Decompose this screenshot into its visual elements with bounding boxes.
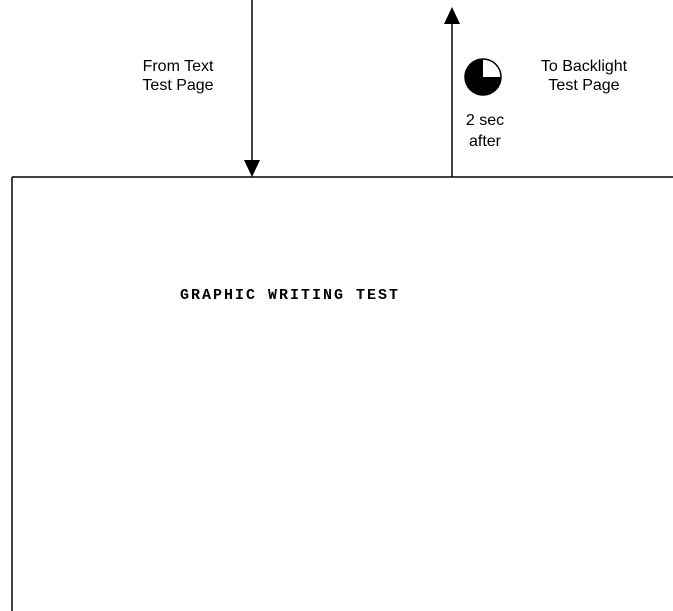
outgoing-label-line1: To Backlight <box>540 58 628 75</box>
screen-title: GRAPHIC WRITING TEST <box>180 287 401 304</box>
incoming-label-line1: From Text <box>142 58 214 75</box>
timer-label-line1: 2 sec <box>465 112 505 129</box>
timer-label: 2 sec after <box>455 110 515 152</box>
outgoing-label: To Backlight Test Page <box>516 57 652 95</box>
timer-label-line2: after <box>468 133 501 150</box>
incoming-label-line2: Test Page <box>142 77 214 94</box>
incoming-label: From Text Test Page <box>118 57 238 95</box>
outgoing-arrowhead <box>444 7 460 24</box>
outgoing-label-line2: Test Page <box>548 77 620 94</box>
screen-frame <box>11 176 673 611</box>
quarter-clock-icon <box>464 58 502 96</box>
incoming-arrowhead <box>244 160 260 177</box>
